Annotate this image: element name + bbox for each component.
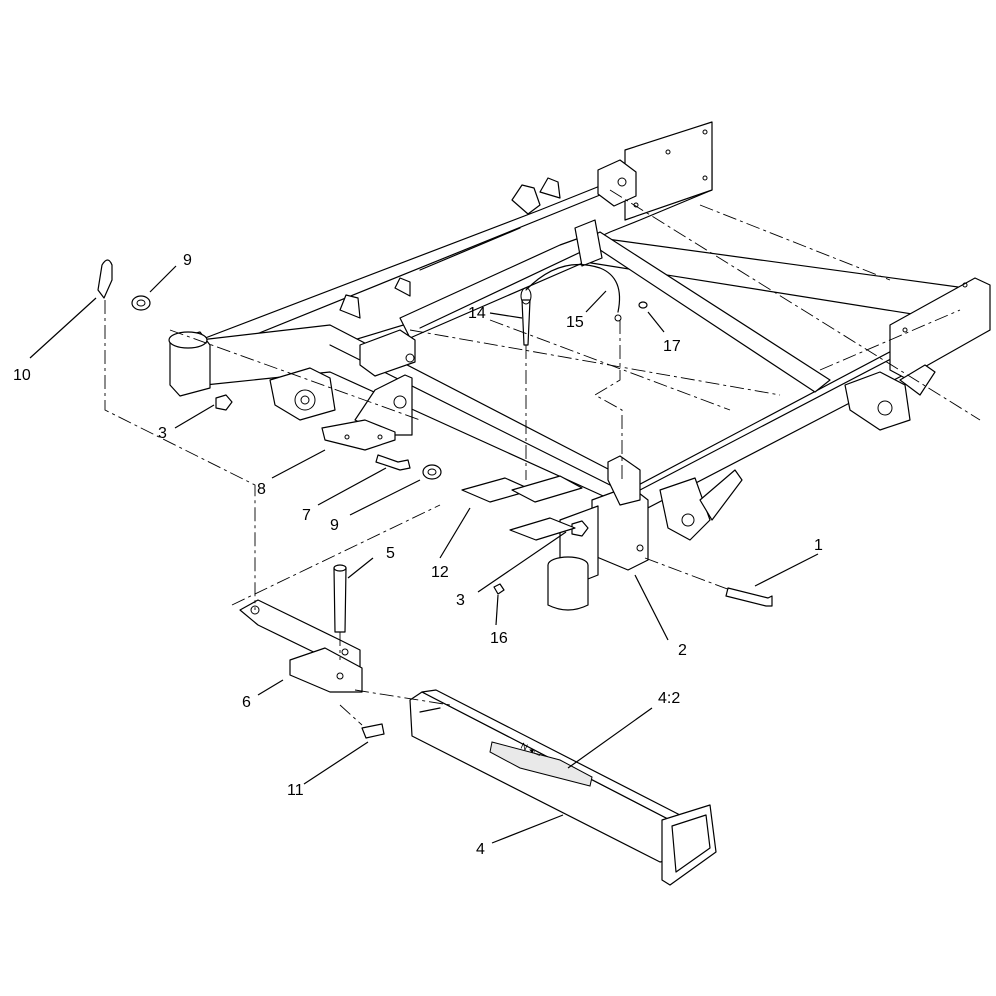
lanyard-15 (525, 263, 621, 313)
callout-11: 11 (287, 782, 304, 799)
tongue-4 (409, 691, 671, 863)
callout-17: 17 (663, 338, 681, 355)
pad-12-c (509, 517, 576, 541)
callout-1: 1 (814, 537, 823, 554)
long-bolt-1 (725, 587, 773, 607)
callout-16: 16 (490, 630, 508, 647)
callout-9-top: 9 (183, 252, 192, 269)
leader-lines (29, 265, 819, 844)
callout-10: 10 (13, 367, 31, 384)
nut-3-center (571, 520, 589, 537)
nut-17 (638, 301, 648, 309)
callouts: 1 2 3 3 4 4:2 5 6 7 8 9 9 10 11 12 14 15… (13, 252, 823, 858)
pad-12-b (511, 475, 583, 503)
callout-6: 6 (242, 694, 251, 711)
carrier-frame (168, 121, 991, 611)
clip-11 (361, 723, 385, 739)
callout-14: 14 (468, 305, 486, 322)
washer-9-bottom (422, 464, 442, 480)
washer-9-top (131, 295, 151, 311)
bolt-16 (493, 583, 505, 595)
pin-5 (333, 567, 347, 633)
callout-4: 4 (476, 841, 485, 858)
callout-3-center: 3 (456, 592, 465, 609)
callout-9-bottom: 9 (330, 517, 339, 534)
callout-8: 8 (257, 481, 266, 498)
bolt-7 (375, 454, 411, 471)
callout-7: 7 (302, 507, 311, 524)
callout-4-2: 4:2 (658, 690, 680, 707)
loose-parts (97, 259, 773, 886)
callout-3-left: 3 (158, 425, 167, 442)
callout-12: 12 (431, 564, 449, 581)
callout-5: 5 (386, 545, 395, 562)
callout-15: 15 (566, 314, 584, 331)
lynch-pin-14 (521, 299, 531, 346)
nut-3-left (215, 394, 233, 411)
hairpin-clip-10 (97, 259, 113, 299)
callout-2: 2 (678, 642, 687, 659)
alignment-lines (104, 189, 981, 726)
